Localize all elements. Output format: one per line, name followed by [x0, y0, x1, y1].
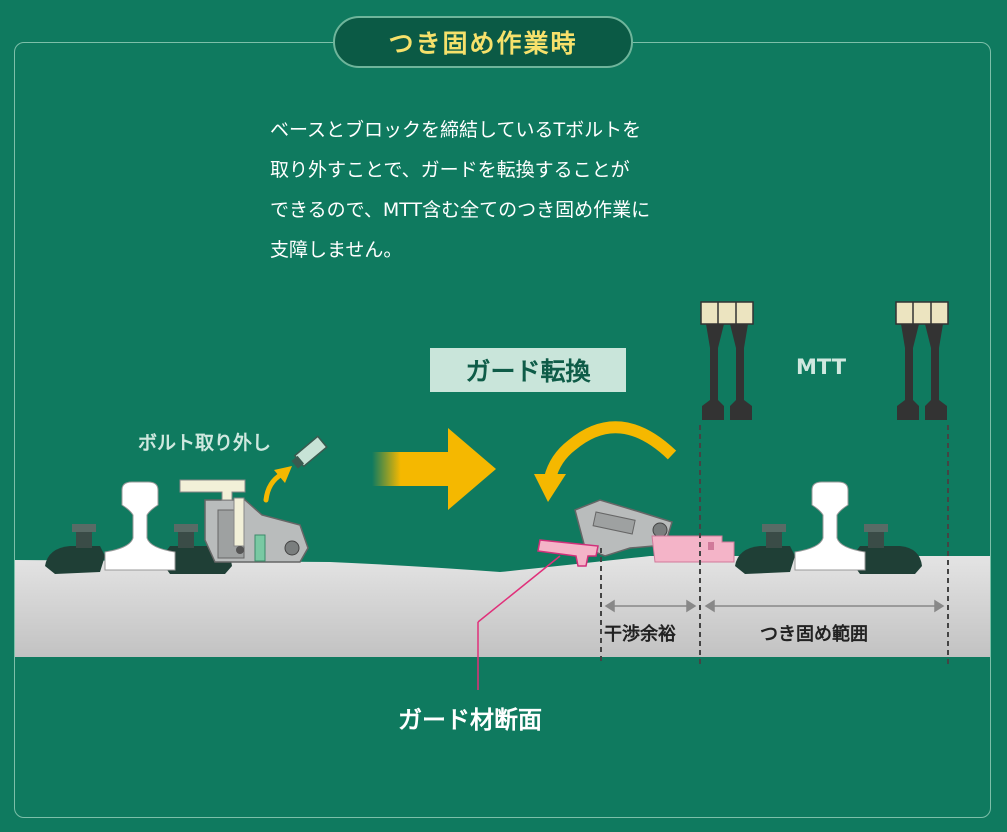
- guard-assembly-bolted: [179, 479, 309, 563]
- rotation-arrowhead: [534, 474, 566, 502]
- label-mtt: MTT: [796, 355, 847, 379]
- label-bolt-removal: ボルト取り外し: [138, 432, 272, 454]
- description-line: ベースとブロックを締結しているTボルトを: [270, 119, 642, 141]
- bolt-removal-arrowhead: [274, 466, 292, 483]
- rotation-arrow: [544, 421, 677, 480]
- pink-guard-section: [537, 539, 599, 567]
- label-guard-section: ガード材断面: [398, 706, 542, 734]
- page-title: つき固め作業時: [333, 16, 633, 68]
- description: ベースとブロックを締結しているTボルトを 取り外すことで、ガードを転換することが…: [270, 110, 710, 270]
- guard-section-leader: [477, 555, 561, 623]
- dimension-arrows: [604, 599, 945, 613]
- mtt-tamper-right: [895, 301, 949, 420]
- removed-t-bolt: [291, 435, 328, 469]
- left-rail: [104, 481, 176, 571]
- transition-arrow: [372, 428, 496, 510]
- right-rail: [794, 481, 866, 571]
- description-line: 取り外すことで、ガードを転換することが: [270, 159, 630, 181]
- ballast-bed: [15, 556, 990, 657]
- guard-assembly-rotated: [537, 499, 735, 567]
- label-tamping-range: つき固め範囲: [760, 624, 868, 645]
- dimension-guides: [600, 425, 949, 664]
- description-line: できるので、MTT含む全てのつき固め作業に: [270, 199, 651, 221]
- label-clearance: 干渉余裕: [604, 624, 676, 645]
- label-guard-switch: ガード転換: [430, 348, 626, 392]
- mtt-tamper-left: [700, 301, 754, 420]
- right-rail-fastening: [735, 481, 922, 574]
- description-line: 支障しません。: [270, 239, 403, 261]
